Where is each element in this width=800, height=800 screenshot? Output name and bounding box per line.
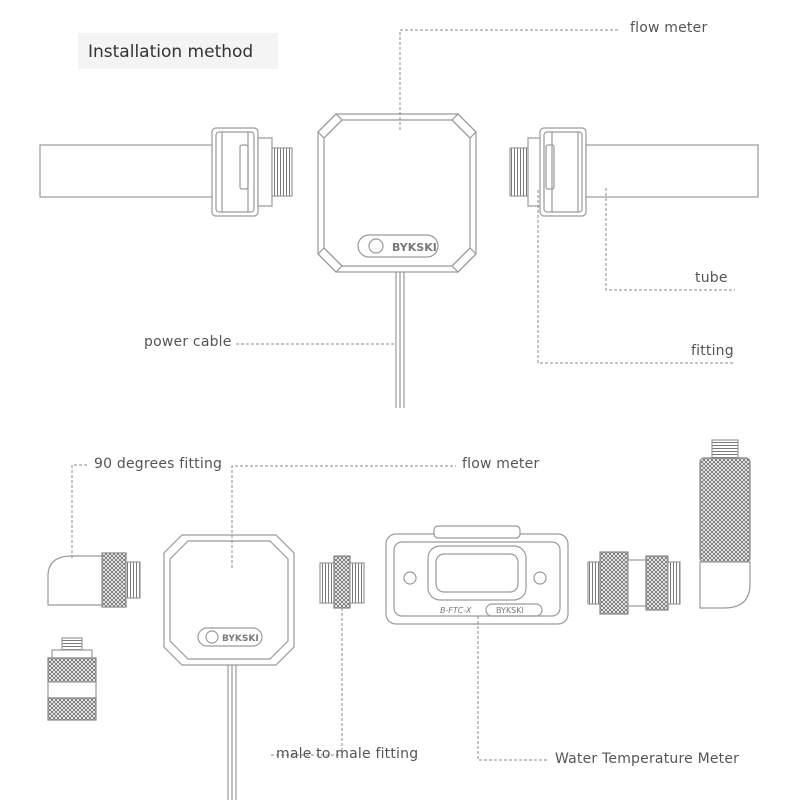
power-cable-top xyxy=(395,272,405,408)
ninety-degrees-fitting-label: 90 degrees fitting xyxy=(94,456,223,472)
left-tube xyxy=(39,144,223,198)
title-box: Installation method xyxy=(78,33,278,69)
left-fitting xyxy=(211,127,293,217)
compression-fitting-small xyxy=(47,637,97,721)
fitting-label: fitting xyxy=(691,343,734,359)
flow-meter-label-bottom: flow meter xyxy=(462,456,540,472)
male-to-male-fitting xyxy=(319,555,365,609)
brand-engraving-bottom: BYKSKI xyxy=(222,634,259,644)
flow-meter-top xyxy=(317,113,477,273)
water-temperature-meter-label: Water Temperature Meter xyxy=(555,751,740,767)
flow-meter-label-top: flow meter xyxy=(630,20,708,36)
model-engraving: B-FTC-X xyxy=(440,606,472,615)
ninety-degree-fitting-left xyxy=(47,552,141,608)
flow-meter-bottom xyxy=(163,534,295,666)
right-fitting xyxy=(509,127,587,217)
page-title: Installation method xyxy=(88,42,254,62)
brand-engraving-temp: BYKSKI xyxy=(496,606,524,615)
brand-engraving-top: BYKSKI xyxy=(392,241,437,254)
tube-label: tube xyxy=(695,270,728,286)
water-temperature-meter xyxy=(385,525,569,625)
power-cable-bottom xyxy=(227,665,237,800)
right-tube xyxy=(585,144,759,198)
adapter-fitting-right xyxy=(587,551,681,615)
power-cable-label: power cable xyxy=(144,334,232,350)
male-to-male-fitting-label: male to male fitting xyxy=(276,746,419,762)
ninety-degree-fitting-right xyxy=(699,439,751,609)
